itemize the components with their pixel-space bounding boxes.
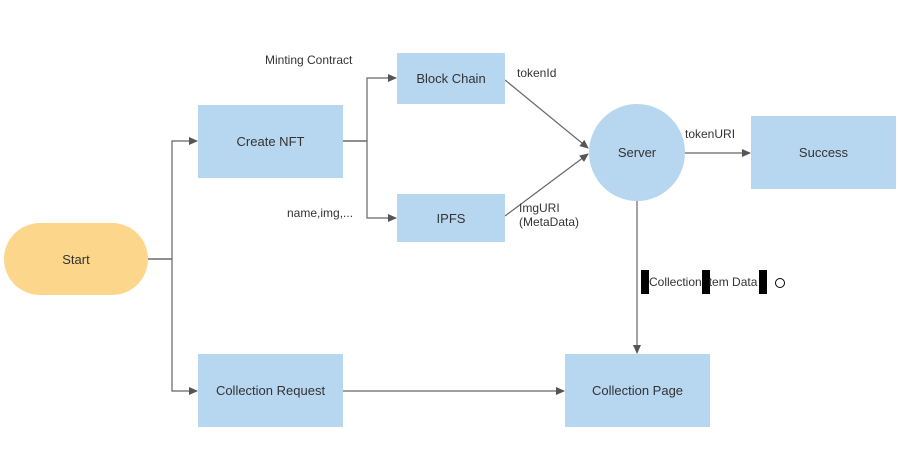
collection-item-data-label-part1: Collection	[649, 275, 702, 289]
create-nft-node[interactable]: Create NFT	[198, 105, 343, 178]
rotation-handle-icon[interactable]	[775, 278, 785, 288]
ipfs-node[interactable]: IPFS	[397, 194, 505, 242]
block-chain-node-label: Block Chain	[416, 71, 486, 86]
name-img-label: name,img,...	[287, 206, 354, 220]
token-id-label: tokenId	[517, 66, 557, 80]
edge-create-nft-to-block-chain	[343, 74, 397, 142]
img-uri-label-line2: (MetaData)	[519, 215, 580, 229]
edge-ipfs-to-server	[504, 153, 589, 217]
selection-handle-middle[interactable]	[701, 270, 710, 294]
success-node-label: Success	[798, 145, 849, 160]
minting-contract-label: Minting Contract	[265, 53, 353, 67]
ipfs-node-label: IPFS	[436, 210, 466, 226]
img-uri-label-line1: ImgURI	[519, 201, 560, 215]
img-uri-label: ImgURI (MetaData)	[519, 201, 579, 229]
edge-block-chain-to-server	[504, 79, 589, 149]
collection-request-node[interactable]: Collection Request	[198, 354, 343, 427]
server-node-label: Server	[617, 145, 657, 160]
server-node[interactable]: Server	[589, 104, 685, 201]
start-node[interactable]: Start	[4, 223, 148, 295]
collection-page-node[interactable]: Collection Page	[565, 354, 710, 427]
token-uri-label: tokenURI	[685, 127, 736, 141]
collection-page-node-label: Collection Page	[591, 383, 684, 398]
edge-start-to-create-nft	[148, 137, 198, 260]
edge-create-nft-to-ipfs	[343, 140, 397, 222]
start-node-label: Start	[62, 251, 90, 267]
collection-request-node-label: Collection Request	[215, 383, 326, 398]
create-nft-node-label: Create NFT	[236, 134, 305, 149]
edge-start-to-collection-request	[148, 258, 198, 395]
collection-item-data-label-part2: tem Data	[708, 275, 758, 289]
block-chain-node[interactable]: Block Chain	[397, 53, 505, 104]
success-node[interactable]: Success	[751, 116, 896, 189]
selection-handle-left[interactable]	[641, 270, 649, 294]
collection-item-data-label[interactable]: Collection tem Data	[641, 270, 768, 294]
selection-handle-right[interactable]	[759, 270, 768, 294]
